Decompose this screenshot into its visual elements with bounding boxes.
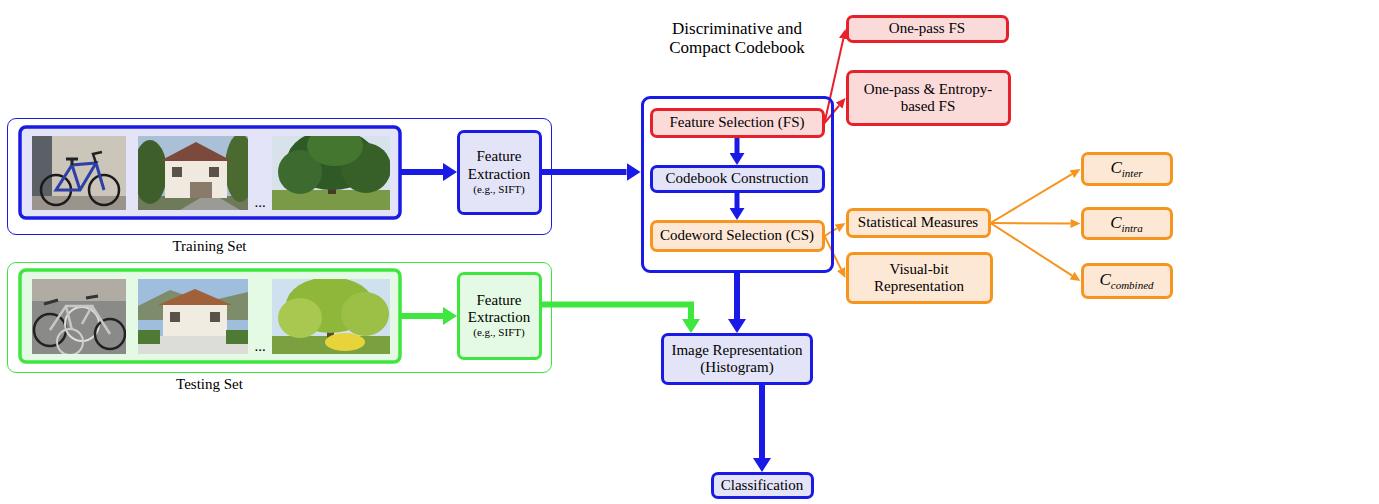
house-photo-part [138, 279, 248, 354]
node-label: Statistical Measures [858, 214, 978, 231]
bicycle-photo-part [66, 159, 78, 165]
house-photo-part [138, 140, 167, 204]
symbol-subscript: combined [1111, 279, 1154, 291]
panel-heading: Testing Set [60, 376, 360, 393]
output-box: Classification [711, 472, 814, 499]
ellipsis-label: ... [254, 194, 265, 210]
measure-box: Ccombined [1081, 263, 1173, 299]
node-label: One-pass & Entropy-based FS [855, 81, 1002, 116]
measure-box: Cintra [1081, 207, 1173, 240]
flow-arrow [991, 222, 1071, 224]
node-label: Classification [721, 477, 804, 494]
flow-arrow [734, 273, 740, 319]
flow-arrow [735, 138, 740, 153]
flow-arrow [542, 305, 692, 320]
house-photo-part [190, 182, 212, 198]
house-photo-part [170, 312, 180, 322]
node-label: Feature Selection (FS) [670, 114, 805, 131]
symbol-subscript: intra [1121, 222, 1142, 234]
method-box: One-pass & Entropy-based FS [846, 70, 1011, 126]
input-panel: Testing SetFeature Extraction(e.g., SIFT… [7, 262, 552, 373]
house-photo-part [165, 160, 227, 198]
tree-photo-part [278, 298, 322, 338]
tree-photo-part [341, 292, 389, 336]
measure-box: Cinter [1081, 152, 1173, 186]
input-panel: Training SetFeature Extraction(e.g., SIF… [7, 118, 552, 235]
flow-arrow [991, 174, 1072, 223]
house-photo-part [138, 330, 160, 344]
bicycle-photo-part [32, 136, 126, 210]
bicycles-photo-part [50, 306, 110, 334]
flow-arrow [400, 313, 443, 319]
process-box: Feature Extraction(e.g., SIFT) [457, 130, 542, 215]
method-box: Visual-bit Representation [846, 252, 993, 304]
house-photo-part [160, 142, 232, 161]
arrowhead [443, 163, 457, 181]
node-label: Codeword Selection (CS) [660, 227, 814, 244]
label-holder: ... [240, 193, 280, 211]
flow-arrow [759, 385, 765, 458]
process-box: Feature Selection (FS) [650, 108, 825, 138]
symbol-subscript: inter [1122, 167, 1143, 179]
bicycles-photo-part [44, 296, 98, 304]
bicycles-photo-part [32, 279, 126, 301]
image-strip [20, 270, 400, 362]
tree-photo-part [307, 136, 363, 166]
house-photo [138, 279, 248, 354]
node-label: Feature Extraction [466, 292, 533, 327]
bicycles-photo [32, 279, 126, 354]
symbol-letter: C [1110, 158, 1121, 177]
node-label: Codebook Construction [666, 170, 809, 187]
node-note: (e.g., SIFT) [473, 326, 524, 339]
bicycles-photo-part [57, 329, 83, 354]
house-photo-part [225, 136, 248, 202]
node-label: One-pass FS [889, 20, 965, 37]
house-photo-part [210, 312, 220, 322]
flow-arrow [825, 39, 844, 123]
tree-photo [272, 136, 390, 210]
bicycle-photo [32, 136, 126, 210]
panel-heading: Discriminative and Compact Codebook [657, 19, 817, 58]
bicycle-photo-part [56, 163, 104, 190]
node-label: Image Representation (Histogram) [670, 342, 804, 377]
house-photo-part [180, 198, 240, 210]
symbol-letter: C [1099, 270, 1110, 289]
house-photo-part [158, 289, 232, 305]
arrowhead [443, 307, 457, 325]
process-box: Codeword Selection (CS) [650, 220, 825, 252]
flow-arrow [400, 169, 443, 175]
process-box: Feature Extraction(e.g., SIFT) [457, 272, 542, 360]
method-box: One-pass FS [846, 15, 1009, 43]
bicycle-photo-part [93, 152, 102, 163]
node-label: Feature Extraction [466, 148, 533, 183]
flow-arrow [735, 193, 740, 208]
flow-arrow [991, 223, 1073, 276]
tree-photo-part [325, 333, 365, 351]
house-photo-part [172, 167, 182, 177]
node-note: (e.g., SIFT) [473, 183, 524, 196]
image-strip [20, 127, 400, 218]
bicycles-photo-part [32, 279, 126, 354]
output-box: Image Representation (Histogram) [661, 333, 813, 385]
process-box: Codebook Construction [650, 165, 825, 193]
method-box: Statistical Measures [846, 208, 991, 238]
tree-photo [272, 279, 390, 354]
codebook-panel: Discriminative and Compact CodebookFeatu… [641, 96, 834, 273]
label-holder: ... [240, 337, 280, 355]
house-photo [138, 136, 248, 210]
flow-arrow [542, 169, 627, 175]
house-photo-part [209, 167, 219, 177]
house-photo-part [226, 330, 248, 344]
panel-heading: Training Set [60, 238, 360, 255]
ellipsis-label: ... [254, 338, 265, 354]
symbol-letter: C [1110, 213, 1121, 232]
node-label: Visual-bit Representation [855, 261, 984, 296]
